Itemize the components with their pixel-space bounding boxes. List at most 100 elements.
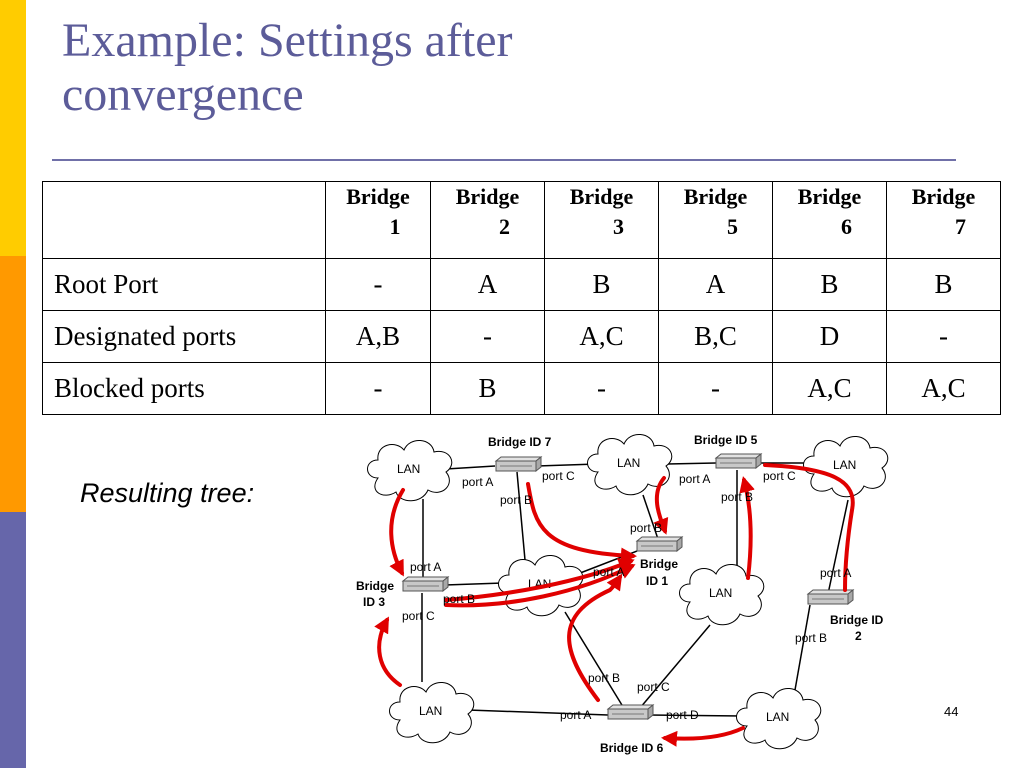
link-b3-lan3 [444, 582, 504, 586]
sidebar-blue-block [0, 512, 26, 768]
link-lan4-b2 [827, 499, 849, 595]
svg-text:LAN: LAN [833, 458, 856, 472]
link-lan2-b5 [666, 462, 717, 465]
title-underline [52, 159, 956, 161]
table-cell: - [325, 258, 431, 311]
arrow-lan2-to-b1 [653, 476, 669, 535]
lan-cloud-1: LAN [367, 439, 453, 502]
port-label: port D [666, 708, 699, 722]
link-b6-lan3 [564, 611, 626, 711]
bridge-1-label-line2: ID 1 [646, 574, 668, 588]
link-b7-lan3 [516, 471, 526, 561]
port-label: port A [410, 560, 441, 574]
table-row-blocked-ports: Blocked ports - B - - A,C A,C [42, 362, 1001, 415]
bridge-5-label: Bridge ID 5 [694, 433, 758, 447]
arrow-lan7-to-b6 [661, 726, 745, 747]
table-cell: - [325, 362, 431, 415]
lan-cloud-7: LAN [736, 687, 822, 750]
table-cell: A,C [886, 362, 1001, 415]
bridge-2 [807, 589, 854, 605]
table-cell: A [430, 258, 545, 311]
port-label: port A [560, 708, 591, 722]
table-cell: B [430, 362, 545, 415]
bridge-1-label-line1: Bridge [640, 557, 678, 571]
table-cell: B [886, 258, 1001, 311]
bridge-7-label: Bridge ID 7 [488, 435, 552, 449]
svg-text:LAN: LAN [397, 462, 420, 476]
arrow-b5-to-lan4 [763, 463, 855, 592]
svg-text:LAN: LAN [709, 586, 732, 600]
bridge-3 [402, 576, 449, 592]
link-lan5-b6 [639, 624, 711, 709]
row-label: Blocked ports [42, 362, 326, 415]
bridge-5 [715, 453, 762, 469]
table-cell: B [772, 258, 887, 311]
svg-text:LAN: LAN [766, 710, 789, 724]
link-lan6-b6 [467, 709, 609, 716]
bridge-1 [636, 536, 683, 552]
link-b7-lan2 [536, 463, 598, 467]
page-number: 44 [944, 704, 959, 719]
table-row-root-port: Root Port - A B A B B [42, 258, 1001, 311]
sidebar-decoration [0, 0, 26, 768]
bridge-6-label: Bridge ID 6 [600, 741, 664, 755]
arrow-b7-to-b1 [526, 482, 637, 564]
port-label: port B [588, 671, 620, 685]
svg-text:LAN: LAN [617, 456, 640, 470]
port-label: port B [630, 521, 662, 535]
port-label: port C [542, 469, 575, 483]
bridge-3-label-line2: ID 3 [363, 595, 385, 609]
forwarding-arrows [374, 463, 855, 747]
port-label: port A [593, 565, 624, 579]
port-label: port B [795, 631, 827, 645]
port-label: port B [721, 490, 753, 504]
row-label: Root Port [42, 258, 326, 311]
bridge-2-label-line2: 2 [855, 629, 862, 643]
bridge-2-label-line1: Bridge ID [830, 613, 884, 627]
lan-cloud-4: LAN [803, 435, 889, 498]
port-label: port B [500, 493, 532, 507]
table-cell: B,C [658, 310, 773, 363]
arrow-b3-to-b1-2 [444, 558, 635, 602]
port-label: port C [402, 609, 435, 623]
link-b2-lan7 [794, 604, 811, 691]
sidebar-yellow-block [0, 0, 26, 256]
link-lan1-b7 [445, 465, 496, 470]
network-links [421, 462, 849, 717]
port-label: port A [820, 566, 851, 580]
table-cell: A [658, 258, 773, 311]
arrow-b6-to-b1 [567, 573, 623, 702]
resulting-tree-caption: Resulting tree: [80, 478, 255, 508]
arrow-lan6-to-b3 [374, 616, 402, 687]
table-cell: A,C [772, 362, 887, 415]
header-empty-cell [42, 181, 326, 259]
slide-title-line1: Example: Settings after [62, 14, 513, 67]
link-b6-lan7 [647, 714, 743, 717]
sidebar-orange-block [0, 256, 26, 512]
lan-cloud-2: LAN [587, 433, 673, 496]
slide-title: Example: Settings after convergence [62, 14, 762, 122]
slide-title-line2: convergence [62, 68, 304, 121]
port-label: port C [763, 469, 796, 483]
bridge-6 [607, 704, 654, 720]
lan-cloud-6: LAN [389, 681, 475, 744]
bridge-7 [495, 456, 542, 472]
port-label: port B [443, 592, 475, 606]
arrow-lan5-to-b5 [739, 476, 755, 580]
port-label: port A [679, 472, 710, 486]
port-label: port C [637, 680, 670, 694]
svg-text:LAN: LAN [419, 704, 442, 718]
arrow-lan1-to-b3 [389, 488, 405, 577]
bridge-3-label-line1: Bridge [356, 579, 394, 593]
port-label: port A [462, 475, 493, 489]
lan-cloud-5: LAN [679, 563, 765, 626]
